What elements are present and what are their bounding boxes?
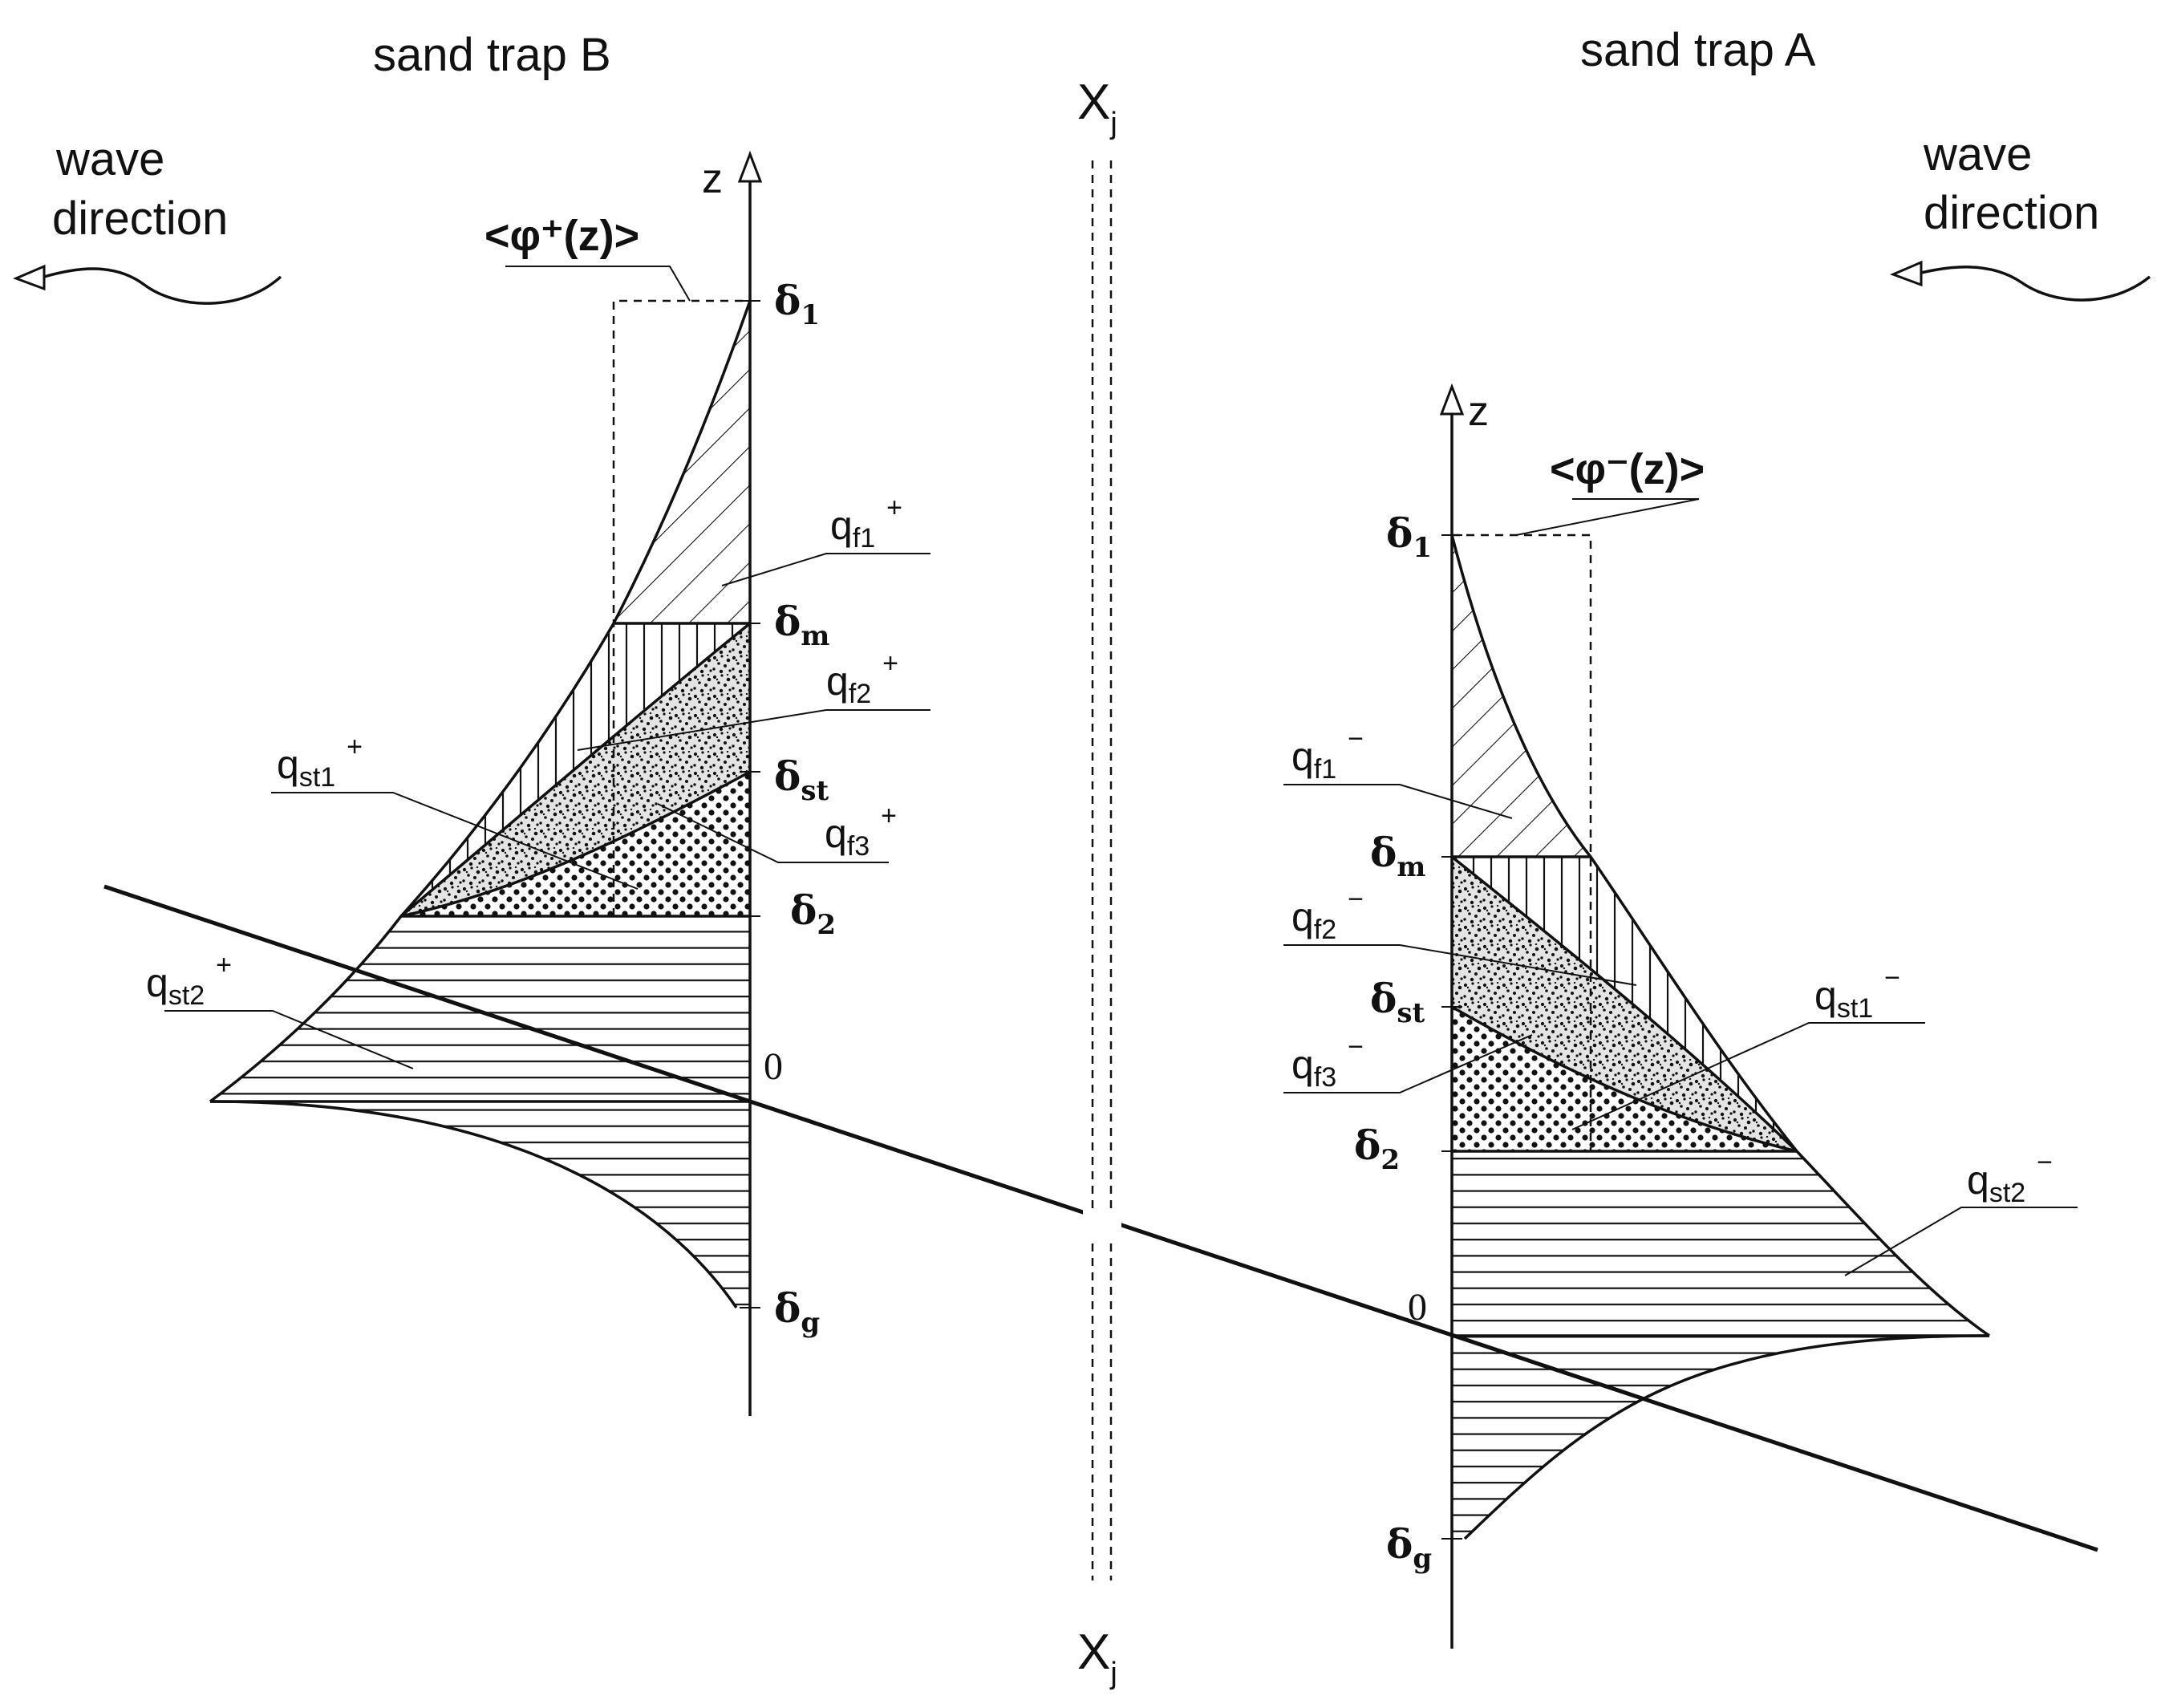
trap-b-title: sand trap B <box>373 29 611 81</box>
trap-a-f3-curve <box>1451 1005 1798 1153</box>
wave-direction-right-line2: direction <box>1924 187 2099 239</box>
trap-b-z-axis <box>737 150 763 1416</box>
trap-a-leaders <box>1283 784 2078 1276</box>
trap-b-qf3-region <box>401 772 750 916</box>
trap-b-level-d2: δ2 <box>790 886 836 941</box>
trap-a-profile <box>1450 533 1990 1540</box>
trap-b-zero-label: 0 <box>764 1045 783 1088</box>
wave-arrow-right-icon <box>1920 266 2151 302</box>
trap-a-z-axis <box>1439 383 1465 1649</box>
trap-a-qst2-upper-region <box>1452 1151 1989 1336</box>
trap-a-qf3-region <box>1452 1007 1797 1151</box>
trap-b-profile <box>209 299 752 1308</box>
trap-b-leaders <box>164 553 930 1069</box>
trap-b-label-qf2: qf2+ <box>826 648 898 709</box>
trap-b-level-d1: δ1 <box>774 277 820 331</box>
trap-b-f3-curve <box>400 770 751 918</box>
trap-a-level-dg: δg <box>1386 1520 1432 1575</box>
trap-a-qst2-lower-region <box>1452 1336 1989 1539</box>
trap-a-zero-label: 0 <box>1408 1286 1427 1329</box>
trap-b-label-qf3: qf3+ <box>825 801 897 862</box>
trap-b-st1-curve <box>399 622 752 918</box>
trap-a-qf1-region <box>1452 535 1591 857</box>
trap-a-level-dm: δm <box>1370 829 1425 883</box>
trap-b-outline-lower <box>209 1100 738 1308</box>
trap-b-label-qf1: qf1+ <box>830 493 902 554</box>
trap-a-phi-box <box>1452 533 1592 1151</box>
trap-b-outline-upper <box>209 300 752 1103</box>
trap-a-outline-upper <box>1450 534 1990 1337</box>
trap-a-level-d1: δ1 <box>1386 509 1432 564</box>
trap-a-qf2-region <box>1452 857 1797 1151</box>
wave-arrow-right-head-icon <box>1889 260 1923 287</box>
trap-a-outline-lower <box>1463 1334 1990 1540</box>
trap-a-label-qf2: qf2− <box>1291 884 1364 945</box>
trap-a-label-qst2: qst2− <box>1967 1147 2053 1208</box>
wave-direction-right-line1: wave <box>1923 128 2032 181</box>
trap-a-label-qst1: qst1− <box>1814 963 1900 1024</box>
trap-a-label-qf3: qf3− <box>1291 1032 1364 1093</box>
trap-b-z-label: z <box>702 156 723 202</box>
trap-b-qf1-region <box>614 301 750 623</box>
wave-direction-left-line1: wave <box>55 133 164 185</box>
trap-b-level-dm: δm <box>774 598 829 652</box>
trap-a-st1-curve <box>1450 855 1798 1153</box>
trap-a-z-arrow-icon <box>1439 383 1465 416</box>
wave-direction-left-line2: direction <box>52 193 228 245</box>
trap-b-label-qst2: qst2+ <box>146 950 232 1011</box>
wave-arrow-left-head-icon <box>12 264 46 291</box>
trap-b-z-arrow-icon <box>737 150 763 183</box>
trap-a-level-d2: δ2 <box>1354 1122 1400 1176</box>
trap-a-z-label: z <box>1468 388 1489 435</box>
section-line-xj <box>1083 160 1121 1580</box>
trap-b-phi-box <box>612 299 750 916</box>
trap-b-level-dst: δst <box>774 753 829 807</box>
trap-a-level-dst: δst <box>1370 975 1425 1029</box>
trap-b-phi-label: <φ⁺(z)> <box>484 212 639 260</box>
trap-b-qst2-lower-region <box>210 1101 750 1308</box>
section-label-bottom: Xj <box>1077 1625 1117 1690</box>
trap-b-level-dg: δg <box>774 1284 820 1339</box>
section-label-top: Xj <box>1077 75 1117 140</box>
trap-b-label-qst1: qst1+ <box>277 732 363 793</box>
trap-a-phi-label: <φ⁻(z)> <box>1550 445 1705 493</box>
trap-a-title: sand trap A <box>1580 24 1816 76</box>
trap-a-label-qf1: qf1− <box>1291 724 1364 785</box>
trap-a-qst1-region <box>1452 857 1797 1151</box>
wave-arrow-left-icon <box>43 267 282 305</box>
